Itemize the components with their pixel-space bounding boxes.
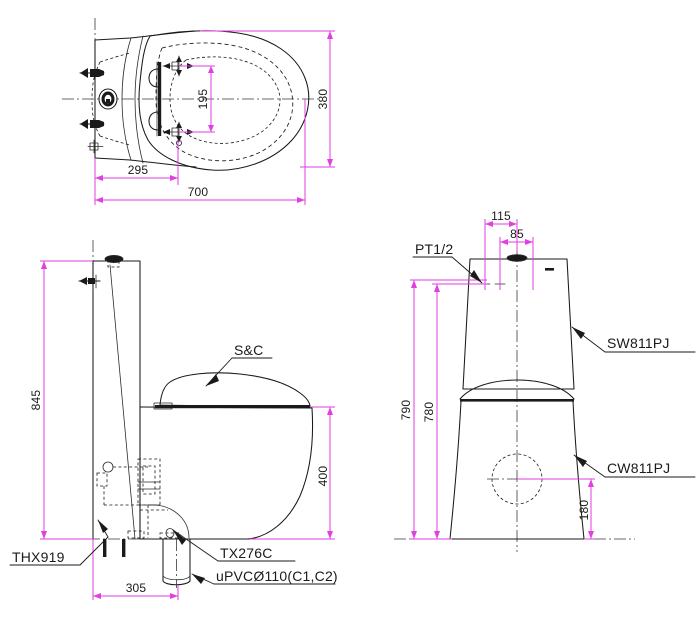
plan-dimension-380-text: 380 [316,89,330,110]
side-cistern-inner-slope [109,264,136,540]
plan-dimension-195: 195 [179,65,215,133]
front-view: 115 85 790 [394,209,696,552]
front-callout-sw811pj: SW811PJ [571,326,696,353]
side-dimension-305: 305 [92,539,179,600]
side-callout-thx919: THX919 [9,519,109,566]
side-callout-upvc-text: uPVCØ110(C1,C2) [216,568,338,584]
side-seat-band [155,405,310,409]
front-callout-cw811pj-text: CW811PJ [607,460,670,476]
plan-hinge-bar [158,62,162,136]
side-callout-tx276c-text: TX276C [220,545,273,561]
front-dimension-790-text: 790 [399,400,413,421]
side-internal-mechanism [96,458,168,539]
side-flush-button [104,254,124,268]
front-bowl-shoulder [459,379,575,400]
front-dimension-180-text: 180 [577,500,591,521]
side-callout-sc: S&C [205,342,273,387]
front-callout-sw811pj-text: SW811PJ [607,335,670,351]
front-dimension-115: 115 [484,209,518,290]
front-dimension-780-text: 780 [422,402,436,423]
front-bowl-left-side [449,400,462,540]
front-callout-pt12-text: PT1/2 [415,241,453,257]
front-brand-mark [545,268,554,271]
plan-tank-dash-top [99,52,131,63]
side-dimension-400: 400 [250,406,335,540]
side-callout-sc-text: S&C [234,342,263,358]
side-left-fitting [78,274,101,289]
plan-tank-dash-left-top [91,61,101,100]
plan-flush-boss [98,88,118,110]
side-dimension-305-text: 305 [126,581,147,595]
side-outlet-connector [159,528,181,539]
plan-hinge-lug-top [148,68,159,88]
side-bowl-outline [139,406,314,540]
front-dimension-85-text: 85 [510,227,524,241]
plan-bowl-outer-contour [138,30,310,171]
plan-dimension-700-text: 700 [188,185,209,199]
plan-hinge-lug-bottom [148,111,159,131]
front-dimension-790: 790 [399,279,487,540]
side-dimension-845-text: 845 [29,390,43,411]
plan-left-fitting-upper [79,68,105,78]
front-callout-pt12: PT1/2 [412,241,483,284]
plan-dimension-295-text: 295 [128,163,149,177]
plan-tank-dash-bottom [99,135,131,146]
front-cistern-outline [462,258,575,390]
front-callout-cw811pj: CW811PJ [573,454,696,478]
plan-water-surface [169,56,281,144]
plan-bowl-inner-rim [155,42,294,162]
front-dimension-180: 180 [517,478,595,540]
side-upvc-pipe [162,538,191,588]
plan-left-fitting-lower [79,119,105,129]
side-cistern-outline [92,260,141,540]
plan-dimension-380: 380 [200,30,335,168]
front-dimension-115-text: 115 [491,209,511,223]
front-dimension-780: 780 [422,283,487,540]
side-callout-thx919-text: THX919 [12,549,65,565]
side-callout-upvc: uPVCØ110(C1,C2) [191,568,338,585]
plan-lower-left-fitting [87,139,104,154]
side-view: 845 400 305 [9,240,338,600]
front-bowl-right-side [572,400,585,540]
side-dimension-400-text: 400 [316,466,330,487]
plan-dimension-295: 295 [95,140,179,185]
plan-tank-bowl-divider [121,37,132,161]
plan-tank-bowl-divider-2 [134,35,144,164]
front-flush-button [506,254,528,262]
side-callout-tx276c: TX276C [172,529,296,562]
side-seat-cover-top [159,372,311,408]
front-dimension-85: 85 [499,227,534,290]
side-floor-bolts [103,539,126,557]
plan-dimension-195-text: 195 [196,89,210,110]
side-trap-curve [147,504,190,539]
plan-dimension-700: 700 [94,99,306,205]
plan-view: 380 700 295 [62,18,335,205]
side-dimension-845: 845 [29,260,93,540]
plan-tank-dash-left-bottom [91,98,101,137]
front-bowl-rim-band [460,399,574,402]
